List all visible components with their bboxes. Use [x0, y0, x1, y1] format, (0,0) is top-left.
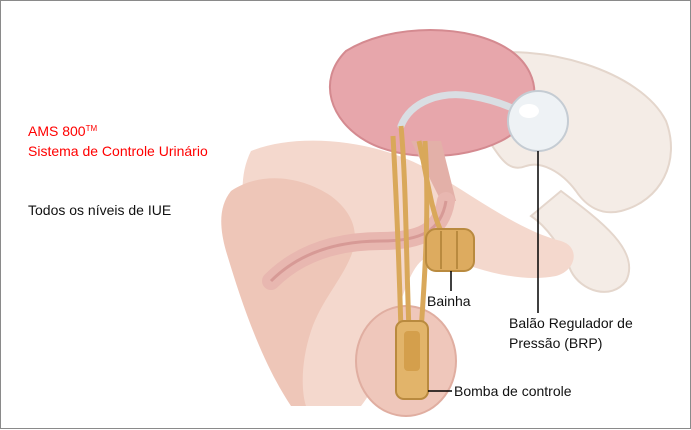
- tubing-pump2: [418, 140, 430, 332]
- product-title-block: AMS 800TM Sistema de Controle Urinário: [28, 121, 208, 161]
- cuff-label: Bainha: [427, 293, 471, 309]
- pressure-balloon: [507, 90, 569, 152]
- trademark-mark: TM: [85, 124, 98, 133]
- bladder: [329, 29, 536, 157]
- balloon-label-line2: Pressão (BRP): [509, 335, 603, 351]
- tissue-front: [221, 178, 355, 406]
- pelvic-bone-lower: [529, 189, 631, 293]
- pump-label: Bomba de controle: [454, 383, 572, 399]
- cuff-device: [425, 228, 475, 272]
- tubing-to-balloon: [398, 125, 412, 332]
- balloon-label: Balão Regulador de Pressão (BRP): [509, 313, 633, 353]
- product-name: AMS 800: [28, 123, 86, 139]
- product-name-line: AMS 800TM: [28, 121, 208, 141]
- balloon-label-line1: Balão Regulador de: [509, 315, 633, 331]
- tubing-pump: [390, 135, 404, 332]
- product-system: Sistema de Controle Urinário: [28, 143, 208, 159]
- indication-text: Todos os níveis de IUE: [28, 202, 172, 218]
